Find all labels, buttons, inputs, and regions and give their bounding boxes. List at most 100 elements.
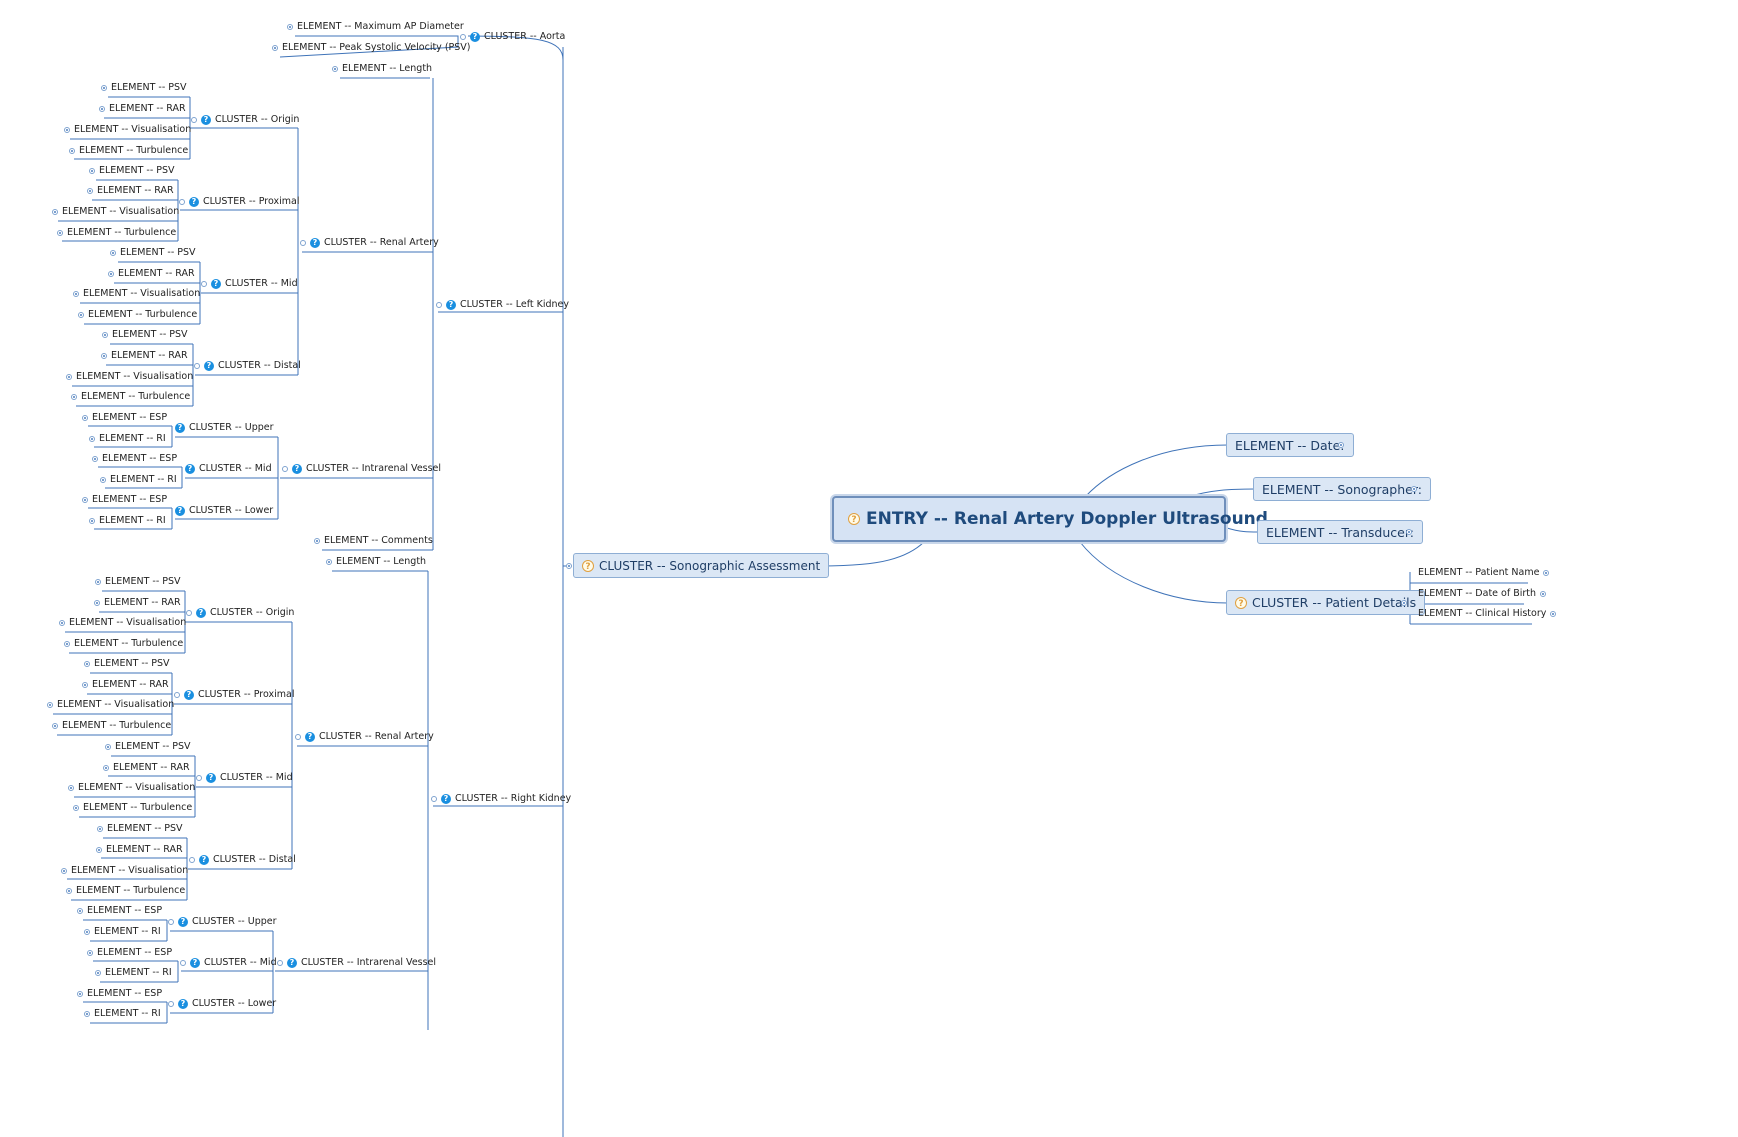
right-upper-esp[interactable]: ELEMENT -- ESP (77, 904, 162, 917)
left-origin-rar[interactable]: ELEMENT -- RAR (99, 102, 186, 115)
expand-marker-icon[interactable] (96, 846, 102, 853)
expand-marker-icon[interactable] (64, 640, 70, 647)
expand-marker-icon[interactable] (1406, 529, 1412, 535)
left-mid-esp[interactable]: ELEMENT -- ESP (92, 452, 177, 465)
expand-marker-icon[interactable] (82, 681, 88, 688)
right-distal-turb[interactable]: ELEMENT -- Turbulence (66, 884, 185, 897)
right-distal-vis[interactable]: ELEMENT -- Visualisation (61, 864, 188, 877)
expand-marker-icon[interactable] (73, 804, 79, 811)
right-intrarenal-cluster[interactable]: ?CLUSTER -- Intrarenal Vessel (277, 956, 436, 969)
right-lower-cluster[interactable]: ?CLUSTER -- Lower (168, 997, 276, 1010)
aorta-cluster[interactable]: ?CLUSTER -- Aorta (460, 30, 565, 43)
left-mid-cluster[interactable]: ?CLUSTER -- Mid (201, 277, 298, 290)
right-mid-turb[interactable]: ELEMENT -- Turbulence (73, 801, 192, 814)
expand-marker-icon[interactable] (52, 208, 58, 215)
expand-marker-icon[interactable] (89, 517, 95, 524)
collapse-marker-icon[interactable] (179, 198, 185, 205)
right-origin-vis[interactable]: ELEMENT -- Visualisation (59, 616, 186, 629)
left-mid-vis[interactable]: ELEMENT -- Visualisation (73, 287, 200, 300)
right-proximal-psv[interactable]: ELEMENT -- PSV (84, 657, 170, 670)
right-upper-ri[interactable]: ELEMENT -- RI (84, 925, 161, 938)
expand-marker-icon[interactable] (92, 455, 98, 462)
expand-marker-icon[interactable] (332, 65, 338, 72)
left-distal-cluster[interactable]: ?CLUSTER -- Distal (194, 359, 301, 372)
right-kidney-length-element[interactable]: ELEMENT -- Length (326, 555, 426, 568)
expand-marker-icon[interactable] (78, 311, 84, 318)
collapse-marker-icon[interactable] (168, 918, 174, 925)
expand-marker-icon[interactable] (95, 969, 101, 976)
right-mid-vis[interactable]: ELEMENT -- Visualisation (68, 781, 195, 794)
right-renal-artery-cluster[interactable]: ?CLUSTER -- Renal Artery (295, 730, 434, 743)
right-upper-cluster[interactable]: ?CLUSTER -- Upper (168, 915, 277, 928)
right-proximal-rar[interactable]: ELEMENT -- RAR (82, 678, 169, 691)
right-kidney-cluster[interactable]: ?CLUSTER -- Right Kidney (431, 792, 571, 805)
right-origin-turb[interactable]: ELEMENT -- Turbulence (64, 637, 183, 650)
left-lower-esp[interactable]: ELEMENT -- ESP (82, 493, 167, 506)
expand-marker-icon[interactable] (84, 1010, 90, 1017)
expand-marker-icon[interactable] (1411, 486, 1417, 492)
collapse-marker-icon[interactable] (180, 959, 186, 966)
sonographic-assessment-cluster-node[interactable]: ? CLUSTER -- Sonographic Assessment (573, 553, 830, 578)
collapse-marker-icon[interactable] (191, 116, 197, 123)
collapse-marker-icon[interactable] (186, 609, 192, 616)
expand-marker-icon[interactable] (84, 928, 90, 935)
expand-marker-icon[interactable] (1540, 590, 1547, 597)
right-lower-esp[interactable]: ELEMENT -- ESP (77, 987, 162, 1000)
right-mid-psv[interactable]: ELEMENT -- PSV (105, 740, 191, 753)
right-proximal-turb[interactable]: ELEMENT -- Turbulence (52, 719, 171, 732)
expand-marker-icon[interactable] (66, 373, 72, 380)
left-kidney-length-element[interactable]: ELEMENT -- Length (332, 62, 432, 75)
expand-marker-icon[interactable] (105, 743, 111, 750)
expand-marker-icon[interactable] (95, 578, 101, 585)
expand-marker-icon[interactable] (77, 907, 83, 914)
expand-marker-icon[interactable] (68, 784, 74, 791)
expand-marker-icon[interactable] (66, 887, 72, 894)
expand-marker-icon[interactable] (89, 435, 95, 442)
expand-marker-icon[interactable] (314, 537, 320, 544)
expand-marker-icon[interactable] (82, 414, 88, 421)
expand-marker-icon[interactable] (52, 722, 58, 729)
left-proximal-rar[interactable]: ELEMENT -- RAR (87, 184, 174, 197)
expand-marker-icon[interactable] (64, 126, 70, 133)
collapse-marker-icon[interactable] (282, 465, 288, 472)
collapse-marker-icon[interactable] (189, 856, 195, 863)
left-origin-cluster[interactable]: ?CLUSTER -- Origin (191, 113, 299, 126)
expand-marker-icon[interactable] (101, 84, 107, 91)
left-mid-rar[interactable]: ELEMENT -- RAR (108, 267, 195, 280)
right-lower-ri[interactable]: ELEMENT -- RI (84, 1007, 161, 1020)
expand-marker-icon[interactable] (82, 496, 88, 503)
collapse-marker-icon[interactable] (174, 691, 180, 698)
expand-marker-icon[interactable] (84, 660, 90, 667)
collapse-marker-icon[interactable] (436, 301, 442, 308)
left-distal-vis[interactable]: ELEMENT -- Visualisation (66, 370, 193, 383)
expand-marker-icon[interactable] (272, 44, 278, 51)
patient-details-cluster-node[interactable]: ? CLUSTER -- Patient Details (1226, 590, 1426, 615)
left-mid-ri[interactable]: ELEMENT -- RI (100, 473, 177, 486)
left-proximal-cluster[interactable]: ?CLUSTER -- Proximal (179, 195, 300, 208)
patient-name-element[interactable]: ELEMENT -- Patient Name (1418, 566, 1550, 579)
right-origin-cluster[interactable]: ?CLUSTER -- Origin (186, 606, 294, 619)
left-origin-vis[interactable]: ELEMENT -- Visualisation (64, 123, 191, 136)
left-renal-artery-cluster[interactable]: ?CLUSTER -- Renal Artery (300, 236, 439, 249)
expand-marker-icon[interactable] (1543, 569, 1550, 576)
left-lower-cluster[interactable]: ?CLUSTER -- Lower (175, 504, 273, 517)
date-element-node[interactable]: ELEMENT -- Date: (1226, 433, 1354, 457)
transducer-element-node[interactable]: ELEMENT -- Transducer: (1257, 520, 1423, 544)
sonographer-element-node[interactable]: ELEMENT -- Sonographer: (1253, 477, 1431, 501)
dob-element[interactable]: ELEMENT -- Date of Birth (1418, 587, 1547, 600)
expand-marker-icon[interactable] (110, 249, 116, 256)
expand-marker-icon[interactable] (102, 331, 108, 338)
left-distal-turb[interactable]: ELEMENT -- Turbulence (71, 390, 190, 403)
expand-marker-icon[interactable] (57, 229, 63, 236)
right-origin-rar[interactable]: ELEMENT -- RAR (94, 596, 181, 609)
expand-marker-icon[interactable] (287, 23, 293, 30)
expand-marker-icon[interactable] (1550, 610, 1557, 617)
left-iv-mid-cluster[interactable]: ?CLUSTER -- Mid (185, 462, 272, 475)
collapse-marker-icon[interactable] (277, 959, 283, 966)
right-mid-rar[interactable]: ELEMENT -- RAR (103, 761, 190, 774)
expand-marker-icon[interactable] (99, 105, 105, 112)
collapse-marker-icon[interactable] (295, 733, 301, 740)
collapse-marker-icon[interactable] (431, 795, 437, 802)
right-proximal-cluster[interactable]: ?CLUSTER -- Proximal (174, 688, 295, 701)
right-distal-cluster[interactable]: ?CLUSTER -- Distal (189, 853, 296, 866)
